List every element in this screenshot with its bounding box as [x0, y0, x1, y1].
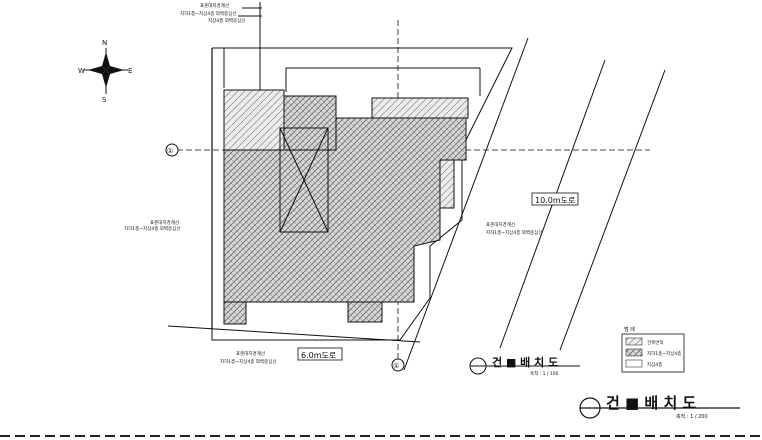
svg-text:6.0m도로: 6.0m도로 [301, 351, 336, 360]
legend-item-2: 지하1층~지상4층 [647, 350, 681, 357]
svg-text:①: ① [167, 147, 173, 155]
top-label-1: 표준대지경계선 [200, 2, 229, 9]
road-side-label: 6.0m도로 [297, 347, 343, 361]
title-large: 건 ■ 배 치 도 축척 : 1 / 200 [579, 394, 740, 420]
site-boundary [167, 2, 650, 362]
bottom-label-1: 표준대지경계선 [236, 350, 265, 357]
svg-text:건 ■ 배 치 도: 건 ■ 배 치 도 [606, 394, 696, 412]
right-label-1: 표준대지경계선 [486, 221, 515, 228]
right-label-2: 지하1층~지상4층 외벽중심선 [486, 229, 542, 236]
legend-item-1: 건축면적 [647, 339, 664, 346]
svg-text:①: ① [393, 362, 399, 370]
left-label-1: 표준대지경계선 [150, 219, 179, 226]
bottom-label-2: 지하1층~지상4층 외벽중심선 [220, 358, 276, 365]
legend-title: 범 례 [624, 326, 635, 333]
axis-marker-left: ① [165, 143, 179, 157]
left-label-2: 지하1층~지상4층 외벽중심선 [124, 225, 180, 232]
svg-text:건 ■ 배 치 도: 건 ■ 배 치 도 [492, 355, 558, 369]
svg-text:축척 : 1 / 100: 축척 : 1 / 100 [530, 370, 559, 377]
top-leader-labels: 표준대지경계선 지하1층~지상4층 외벽중심선 지상4층 외벽중심선 [180, 2, 262, 24]
compass-south: S [102, 96, 107, 104]
axis-marker-bottom: ① [391, 358, 405, 372]
compass-east: E [128, 67, 132, 75]
road-main-label: 10.0m도로 [531, 192, 579, 206]
top-label-2: 지하1층~지상4층 외벽중심선 [180, 10, 236, 17]
svg-text:10.0m도로: 10.0m도로 [535, 196, 575, 205]
top-label-3: 지상4층 외벽중심선 [208, 17, 245, 24]
svg-text:축척 : 1 / 200: 축척 : 1 / 200 [676, 413, 708, 420]
compass-west: W [78, 67, 85, 75]
legend-item-3: 지상4층 [647, 361, 662, 368]
title-small: 건 ■ 배 치 도 축척 : 1 / 100 [469, 355, 580, 377]
building-footprint [223, 89, 469, 325]
compass-icon: N S W E [78, 39, 132, 104]
legend: 범 례 건축면적 지하1층~지상4층 지상4층 [621, 326, 685, 373]
compass-north: N [102, 39, 107, 47]
